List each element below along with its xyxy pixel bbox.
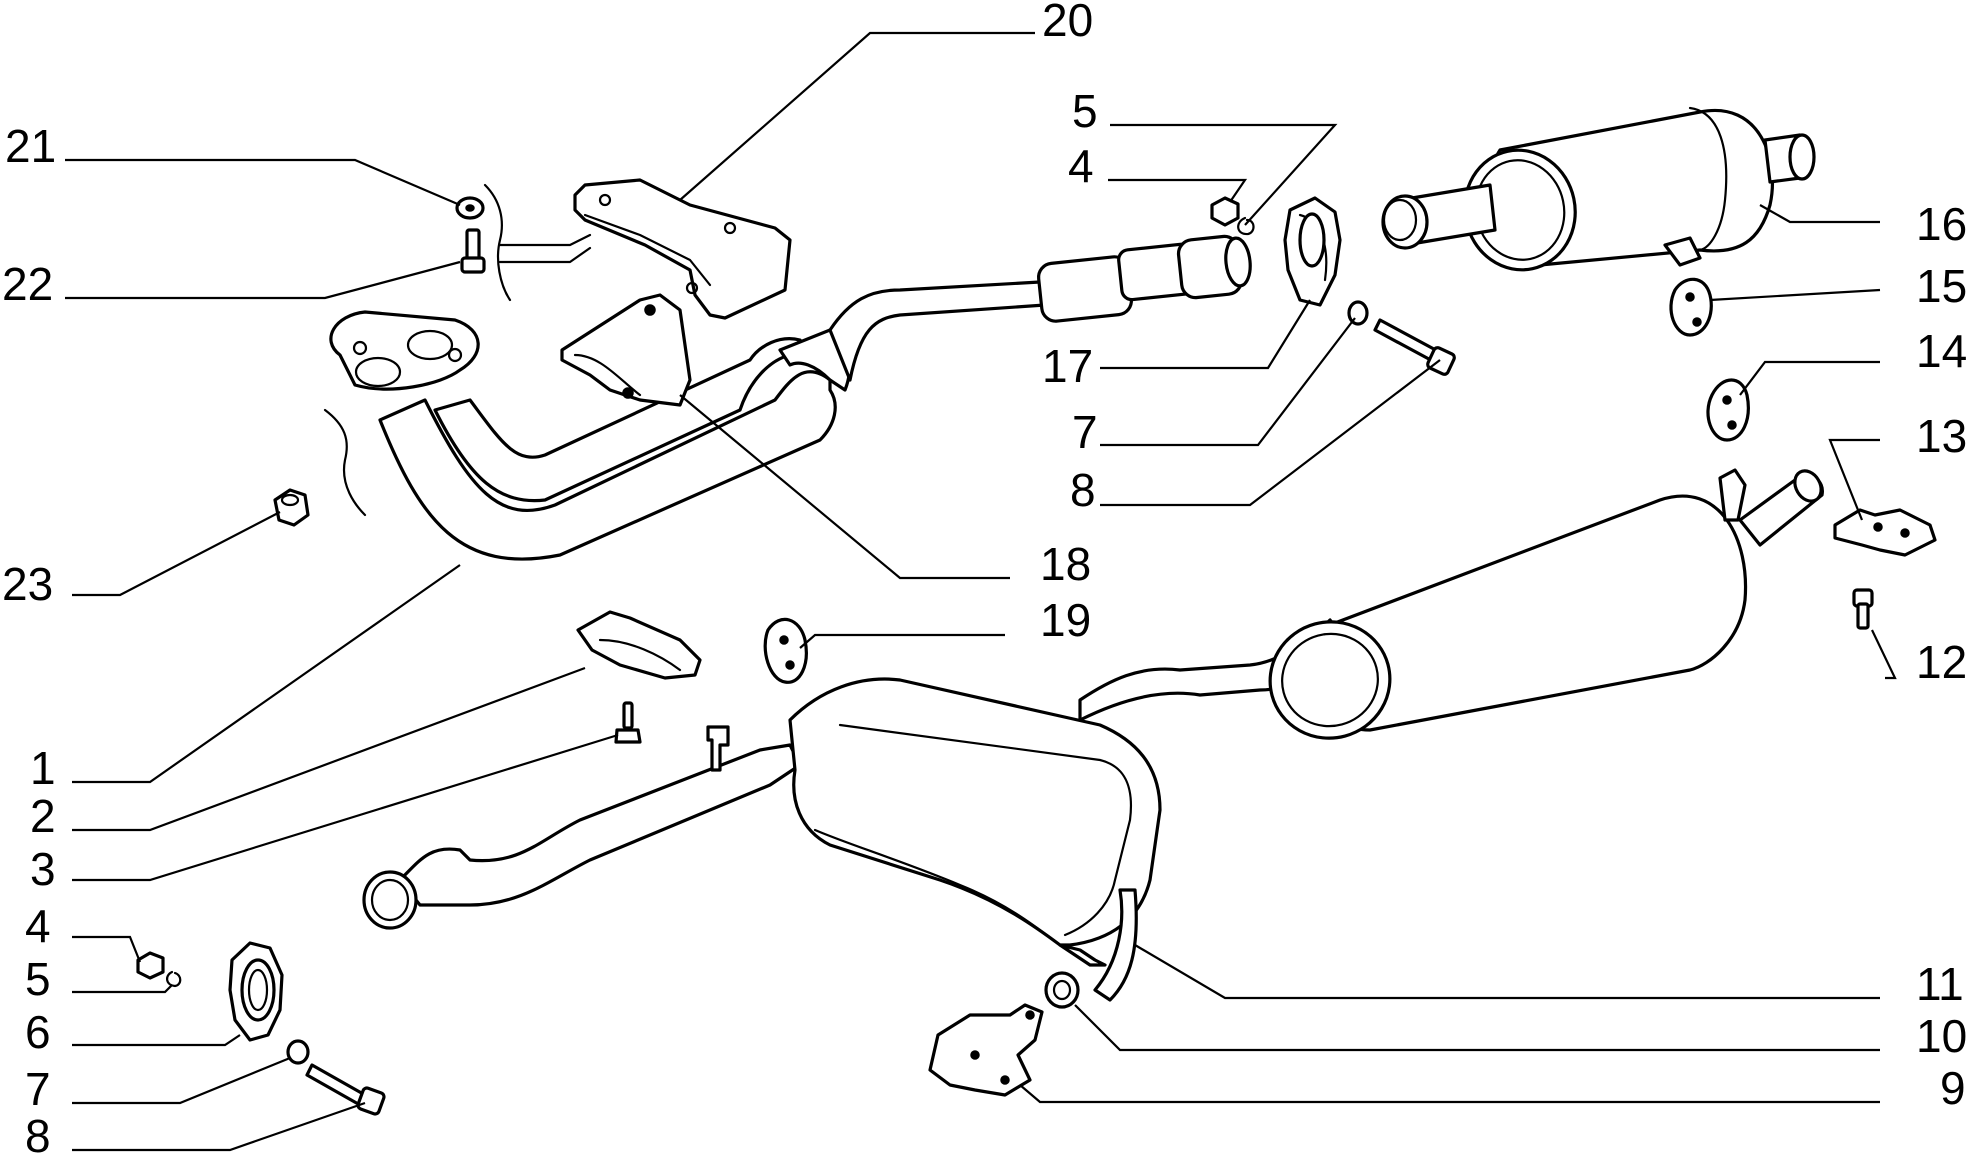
leader-lines — [65, 31, 1897, 1152]
callout-20: 20 — [1042, 0, 1093, 46]
central-silencer-part-11 — [362, 677, 1162, 1002]
clamp-part-17 — [1283, 196, 1342, 307]
callout-6: 6 — [25, 1006, 51, 1058]
rear-silencer-part-16 — [1381, 106, 1816, 272]
callout-11: 11 — [1916, 958, 1964, 1010]
callout-1: 1 — [30, 742, 56, 794]
callout-19: 19 — [1040, 594, 1091, 646]
nut-part-4-lower — [136, 951, 165, 980]
callout-7-lower: 7 — [25, 1063, 51, 1115]
rear-pipe-silencer-assembly — [1078, 468, 1824, 740]
nut-part-4-upper — [1210, 196, 1240, 227]
bracket-group-indicator — [483, 183, 592, 302]
callout-4-upper: 4 — [1068, 140, 1094, 192]
bolt-part-22 — [460, 228, 486, 274]
front-downpipe-part — [329, 234, 1252, 561]
flange-clamp-part-6 — [228, 941, 284, 1042]
callout-16: 16 — [1916, 198, 1967, 250]
callout-10: 10 — [1916, 1010, 1967, 1062]
callout-17: 17 — [1042, 340, 1093, 392]
screw-part-3 — [614, 701, 642, 744]
callout-13: 13 — [1916, 410, 1967, 462]
callout-15: 15 — [1916, 260, 1967, 312]
spring-washer-part-5-lower — [166, 970, 182, 988]
rubber-hanger-part-19 — [763, 617, 808, 684]
clamp-plate-part-2 — [576, 610, 702, 680]
callout-18: 18 — [1040, 538, 1091, 590]
callout-23: 23 — [2, 558, 53, 610]
spring-washer-part-5-upper — [1237, 216, 1255, 236]
pipe-clamp-part — [560, 293, 692, 407]
callout-3: 3 — [30, 843, 56, 895]
callout-7-upper: 7 — [1072, 406, 1098, 458]
callout-12: 12 — [1916, 636, 1967, 688]
callout-5-upper: 5 — [1072, 85, 1098, 137]
callout-4-lower: 4 — [25, 900, 51, 952]
flange-group-indicator — [323, 408, 367, 517]
bracket-part-9 — [928, 1003, 1044, 1097]
bolt-part-8-lower — [305, 1063, 386, 1116]
callout-21: 21 — [5, 120, 56, 172]
callout-8-upper: 8 — [1070, 464, 1096, 516]
rubber-hanger-part-15 — [1669, 277, 1713, 337]
washer-part-7-lower — [286, 1039, 310, 1065]
bracket-part-13 — [1833, 508, 1937, 557]
callout-14: 14 — [1916, 325, 1967, 377]
bolt-part-8-upper — [1373, 318, 1456, 376]
callout-22: 22 — [2, 258, 53, 310]
callout-5-lower: 5 — [25, 953, 51, 1005]
rubber-hanger-part-14 — [1706, 378, 1750, 442]
washer-part-21 — [455, 196, 485, 220]
callout-8-lower: 8 — [25, 1110, 51, 1159]
nut-part-23 — [273, 488, 310, 527]
gasket-ring-part-10 — [1044, 971, 1080, 1009]
callout-9: 9 — [1940, 1062, 1966, 1114]
mounting-bracket-part — [573, 178, 792, 320]
bolt-part-12 — [1852, 588, 1874, 630]
callout-2: 2 — [30, 790, 56, 842]
